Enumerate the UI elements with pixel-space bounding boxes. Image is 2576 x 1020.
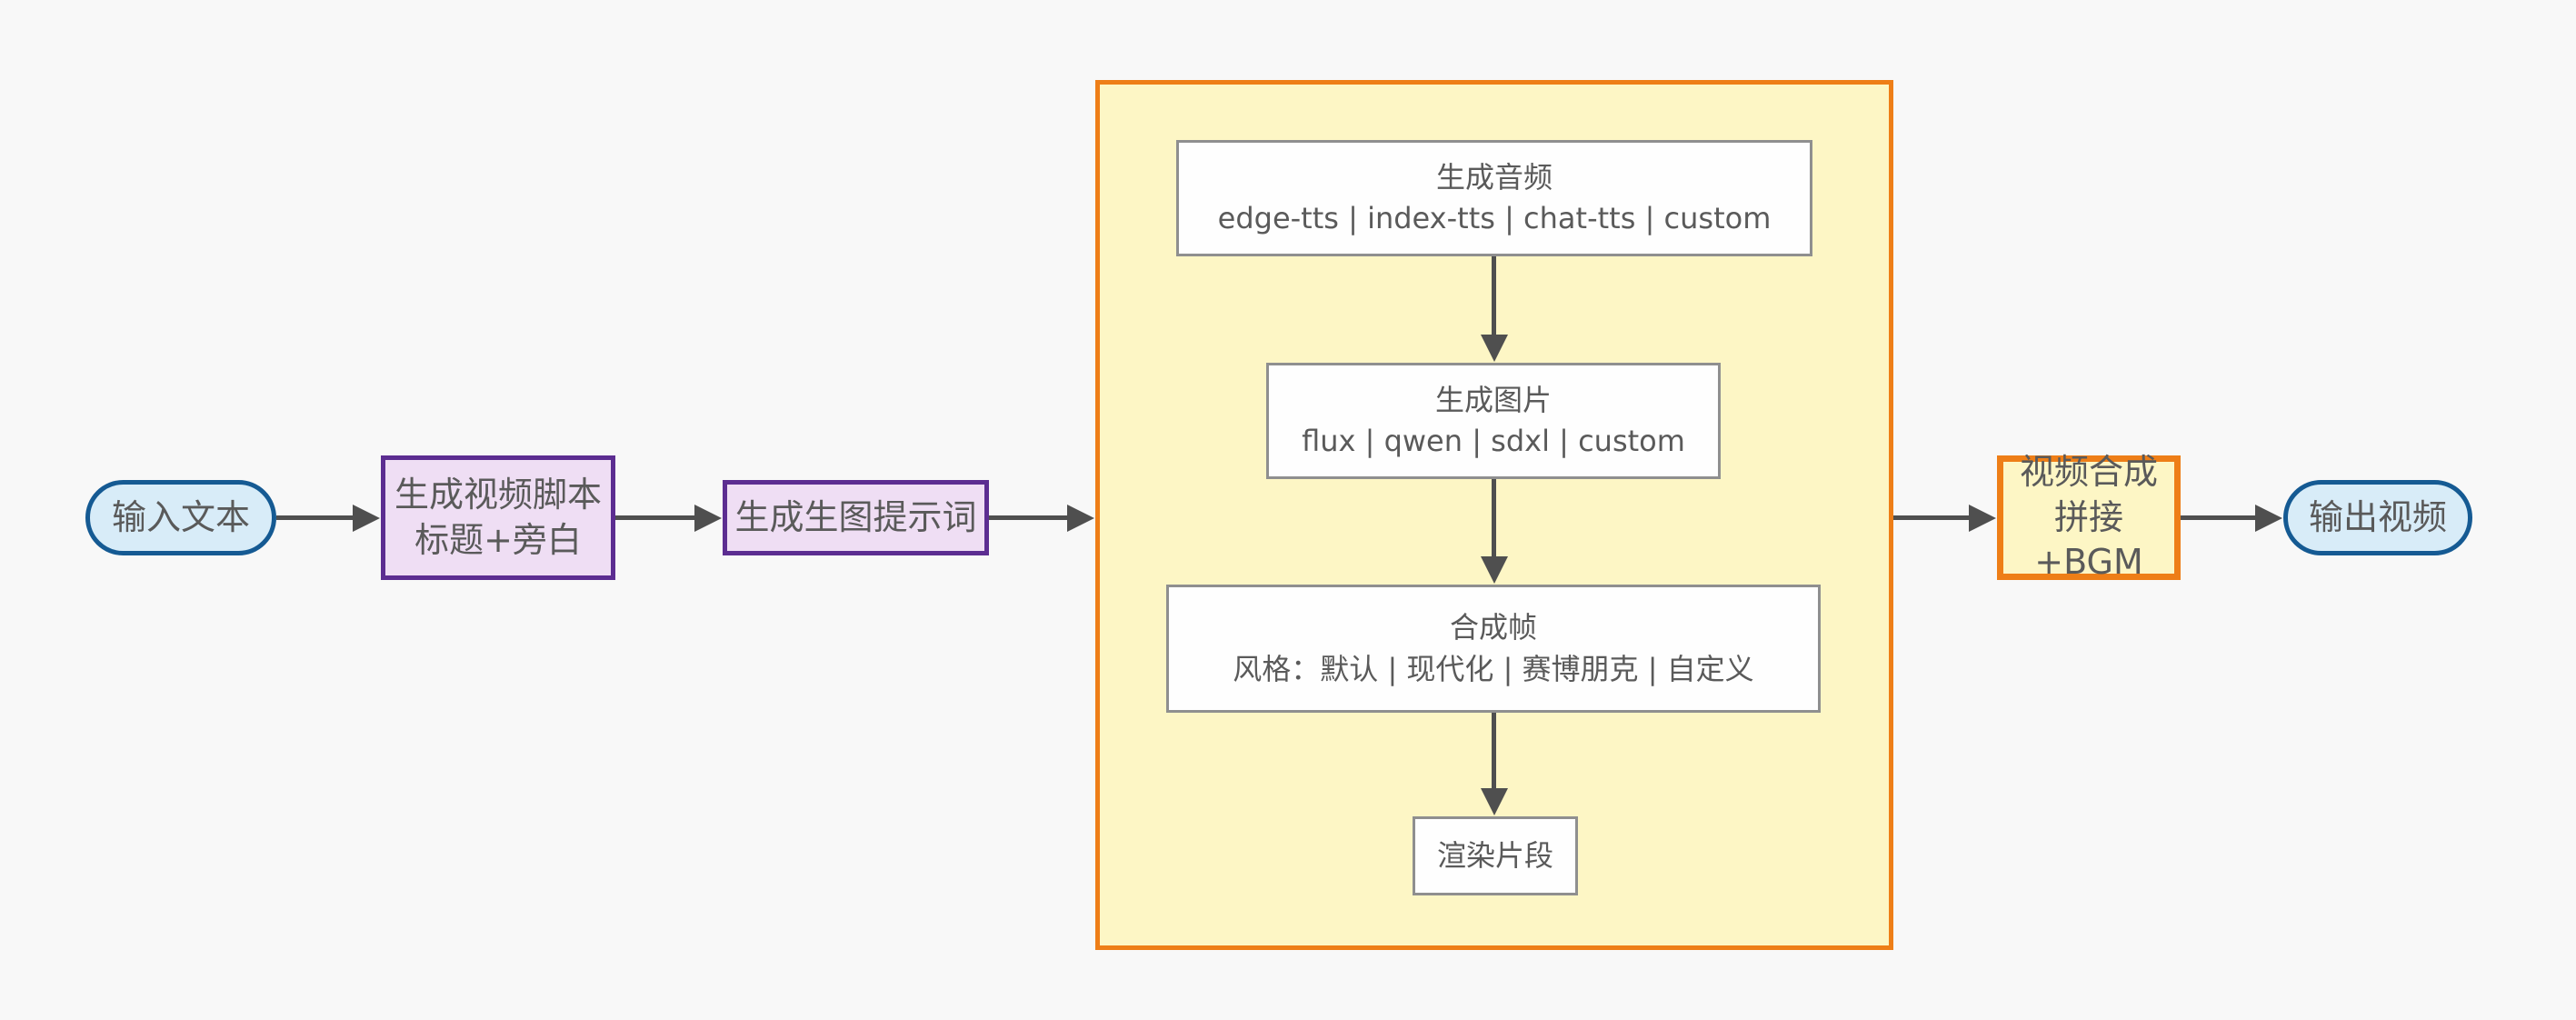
node-compose-frame-title: 合成帧	[1449, 610, 1537, 645]
node-generate-image: 生成图片 flux | qwen | sdxl | custom	[1266, 363, 1721, 479]
node-generate-script: 生成视频脚本 标题+旁白	[381, 455, 615, 580]
arrow-frame-to-render	[1492, 713, 1496, 789]
node-generate-image-title: 生成图片	[1434, 382, 1552, 417]
node-generate-image-options: flux | qwen | sdxl | custom	[1302, 424, 1685, 458]
node-render-clip-label: 渲染片段	[1436, 837, 1553, 873]
node-input-text-label: 输入文本	[111, 496, 250, 537]
node-video-merge-line2: 拼接+BGM	[2034, 496, 2143, 583]
node-video-merge-line1: 视频合成	[2019, 452, 2158, 493]
arrow-audio-to-image	[1492, 256, 1496, 335]
node-generate-audio-options: edge-tts | index-tts | chat-tts | custom	[1217, 201, 1772, 235]
node-render-clip: 渲染片段	[1413, 816, 1578, 895]
node-compose-frame-options: 风格：默认 | 现代化 | 赛博朋克 | 自定义	[1233, 651, 1754, 686]
arrow-input-to-script	[276, 515, 354, 520]
node-input-text: 输入文本	[85, 480, 276, 555]
node-generate-audio: 生成音频 edge-tts | index-tts | chat-tts | c…	[1176, 140, 1812, 256]
arrow-script-to-prompt	[615, 515, 695, 520]
node-generate-audio-title: 生成音频	[1435, 159, 1553, 195]
node-output-video-label: 输出视频	[2308, 496, 2447, 537]
arrow-image-to-frame	[1492, 479, 1496, 557]
node-generate-script-line2: 标题+旁白	[414, 519, 582, 560]
arrow-merge-to-output	[2181, 515, 2256, 520]
node-generate-script-line1: 生成视频脚本	[394, 475, 602, 515]
node-video-merge: 视频合成 拼接+BGM	[1997, 452, 2181, 582]
node-generate-prompt: 生成生图提示词	[723, 480, 989, 555]
node-output-video: 输出视频	[2283, 480, 2472, 555]
arrow-pipeline-to-merge	[1893, 515, 1970, 520]
node-generate-prompt-label: 生成生图提示词	[734, 496, 977, 537]
node-compose-frame: 合成帧 风格：默认 | 现代化 | 赛博朋克 | 自定义	[1166, 585, 1821, 713]
arrow-prompt-to-pipeline	[989, 515, 1068, 520]
